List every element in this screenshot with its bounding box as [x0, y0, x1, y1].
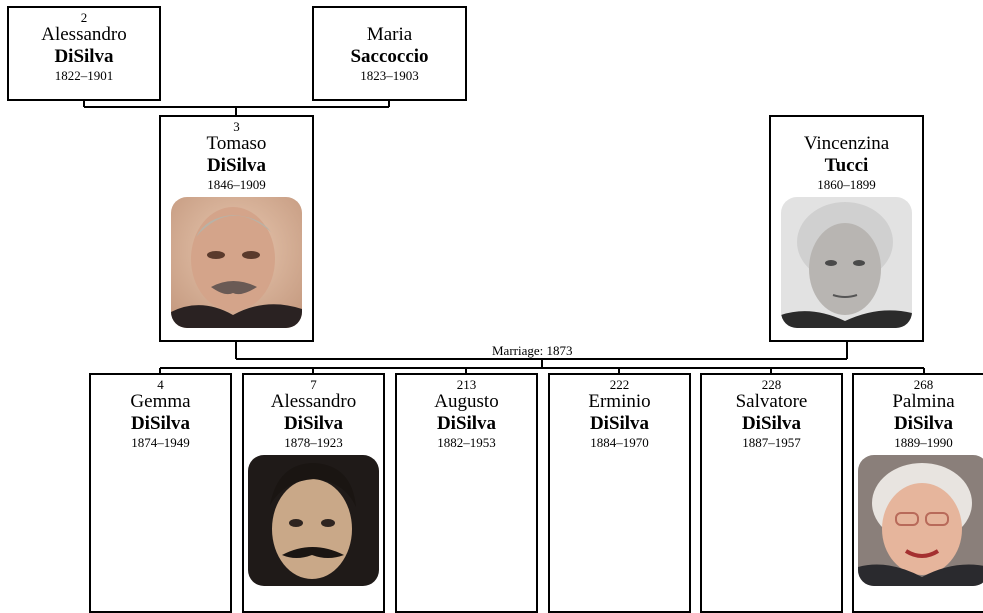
person-box-vincenzina[interactable]: Vincenzina Tucci 1860–1899: [769, 115, 924, 342]
surname: DiSilva: [589, 413, 650, 434]
person-box-alessandro-son[interactable]: 7 Alessandro DiSilva 1878–1923: [242, 373, 385, 613]
person-id: [314, 11, 465, 24]
life-dates: 1823–1903: [360, 68, 419, 83]
person-id: [771, 120, 922, 133]
surname: DiSilva: [436, 413, 497, 434]
tree-connectors: [83, 100, 925, 374]
life-dates: 1882–1953: [437, 435, 496, 450]
life-dates: 1846–1909: [207, 177, 266, 192]
surname: DiSilva: [54, 46, 114, 67]
surname: DiSilva: [741, 413, 802, 434]
given-name: Alessandro: [41, 24, 127, 45]
life-dates: 1889–1990: [894, 435, 953, 450]
life-dates: 1822–1901: [54, 68, 114, 83]
person-box-maria-grandmother[interactable]: Maria Saccoccio 1823–1903: [312, 6, 467, 101]
person-id: 2: [80, 10, 88, 25]
given-name: Maria: [366, 24, 413, 45]
person-id: 222: [609, 377, 630, 392]
person-id: 4: [157, 377, 164, 392]
marriage-label: Marriage: 1873: [489, 344, 576, 358]
person-box-erminio[interactable]: 222 Erminio DiSilva 1884–1970: [548, 373, 691, 613]
person-id: 213: [456, 377, 477, 392]
portrait-photo: [171, 197, 302, 328]
portrait-photo: [781, 197, 912, 328]
surname: DiSilva: [206, 155, 267, 176]
life-dates: 1884–1970: [590, 435, 649, 450]
person-box-alessandro-grandfather[interactable]: 2 Alessandro DiSilva 1822–1901: [7, 6, 161, 101]
portrait-photo: [858, 455, 983, 586]
surname: DiSilva: [130, 413, 191, 434]
life-dates: 1860–1899: [817, 177, 876, 192]
life-dates: 1878–1923: [284, 435, 343, 450]
surname: Tucci: [824, 155, 869, 176]
person-box-gemma[interactable]: 4 Gemma DiSilva 1874–1949: [89, 373, 232, 613]
life-dates: 1887–1957: [742, 435, 801, 450]
person-box-palmina[interactable]: 268 Palmina DiSilva 1889–1990: [852, 373, 983, 613]
given-name: Erminio: [588, 391, 651, 412]
surname: DiSilva: [893, 413, 954, 434]
person-box-tomaso[interactable]: 3 Tomaso DiSilva 1846–1909: [159, 115, 314, 342]
given-name: Salvatore: [735, 391, 808, 412]
given-name: Augusto: [434, 391, 499, 412]
given-name: Vincenzina: [803, 133, 890, 154]
person-id: 228: [761, 377, 782, 392]
given-name: Alessandro: [270, 391, 357, 412]
given-name: Tomaso: [206, 133, 267, 154]
person-id: 7: [310, 377, 317, 392]
surname: DiSilva: [283, 413, 344, 434]
person-box-augusto[interactable]: 213 Augusto DiSilva 1882–1953: [395, 373, 538, 613]
person-box-salvatore[interactable]: 228 Salvatore DiSilva 1887–1957: [700, 373, 843, 613]
person-id: 268: [913, 377, 934, 392]
portrait-photo: [248, 455, 379, 586]
given-name: Gemma: [130, 391, 191, 412]
given-name: Palmina: [892, 391, 955, 412]
life-dates: 1874–1949: [131, 435, 190, 450]
person-id: 3: [233, 119, 240, 134]
surname: Saccoccio: [350, 46, 429, 67]
